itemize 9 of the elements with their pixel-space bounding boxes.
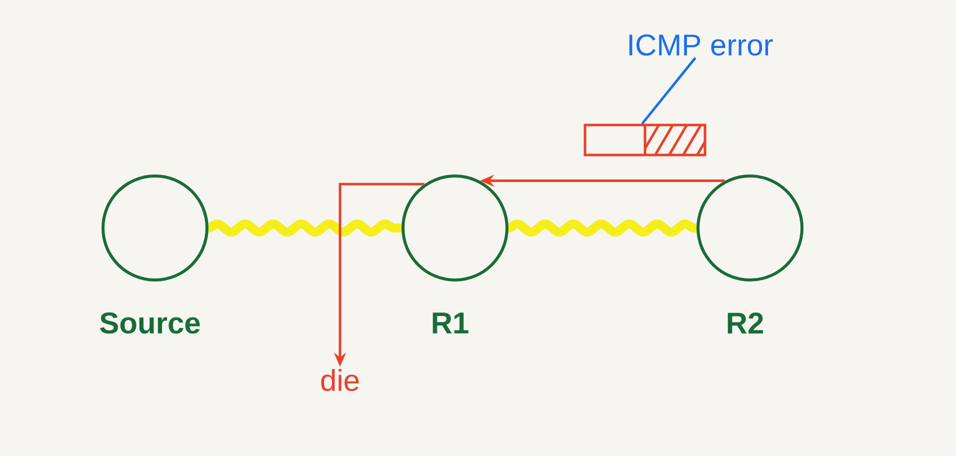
link-line (207, 220, 402, 236)
node-label: ICMP error (629, 34, 773, 56)
node-label: R2 (728, 312, 763, 334)
link-line (507, 220, 698, 236)
node-label: die (321, 369, 359, 392)
node-label: Source (100, 312, 200, 334)
node-label: R1 (432, 312, 468, 334)
packet-drawing (584, 124, 706, 156)
leader-line (641, 57, 696, 125)
